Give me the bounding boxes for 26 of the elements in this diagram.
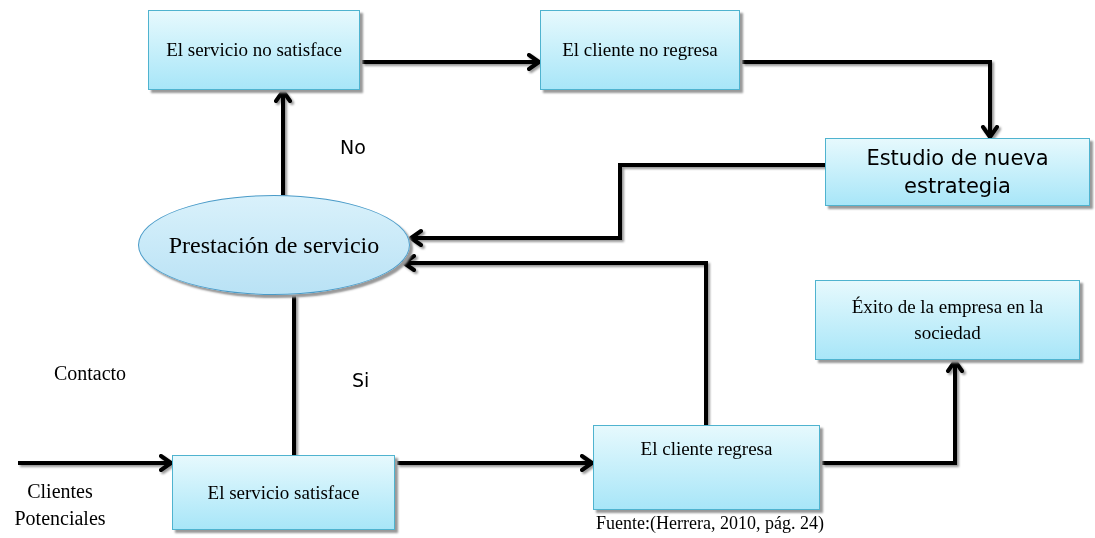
arrow [362,53,541,71]
arrow [822,359,964,465]
process-box [540,10,740,90]
note-text: Contacto [52,361,128,386]
arrow [18,454,173,472]
arrow [742,60,999,139]
box-text: Estudio de nueva estrategia [865,144,1050,200]
edge-label: Si [352,368,370,393]
process-box [172,455,395,530]
box-text: El cliente regresa [640,437,773,461]
arrow [402,254,708,425]
process-box [148,10,360,90]
process-box [815,280,1080,360]
note-text: Clientes Potenciales [13,479,107,531]
arrow [409,163,825,247]
source-note: Fuente:(Herrera, 2010, pág. 24) [595,512,825,535]
arrow [274,89,292,195]
box-text: Prestación de servicio [168,230,380,260]
box-text: El servicio satisface [207,480,360,505]
box-text: El cliente no regresa [562,38,718,63]
arrow [397,454,594,472]
edge-label: No [340,135,366,160]
box-text: Éxito de la empresa en la sociedad [850,295,1045,345]
box-text: El servicio no satisface [166,38,342,63]
process-box [825,138,1090,206]
process-box [593,425,820,510]
